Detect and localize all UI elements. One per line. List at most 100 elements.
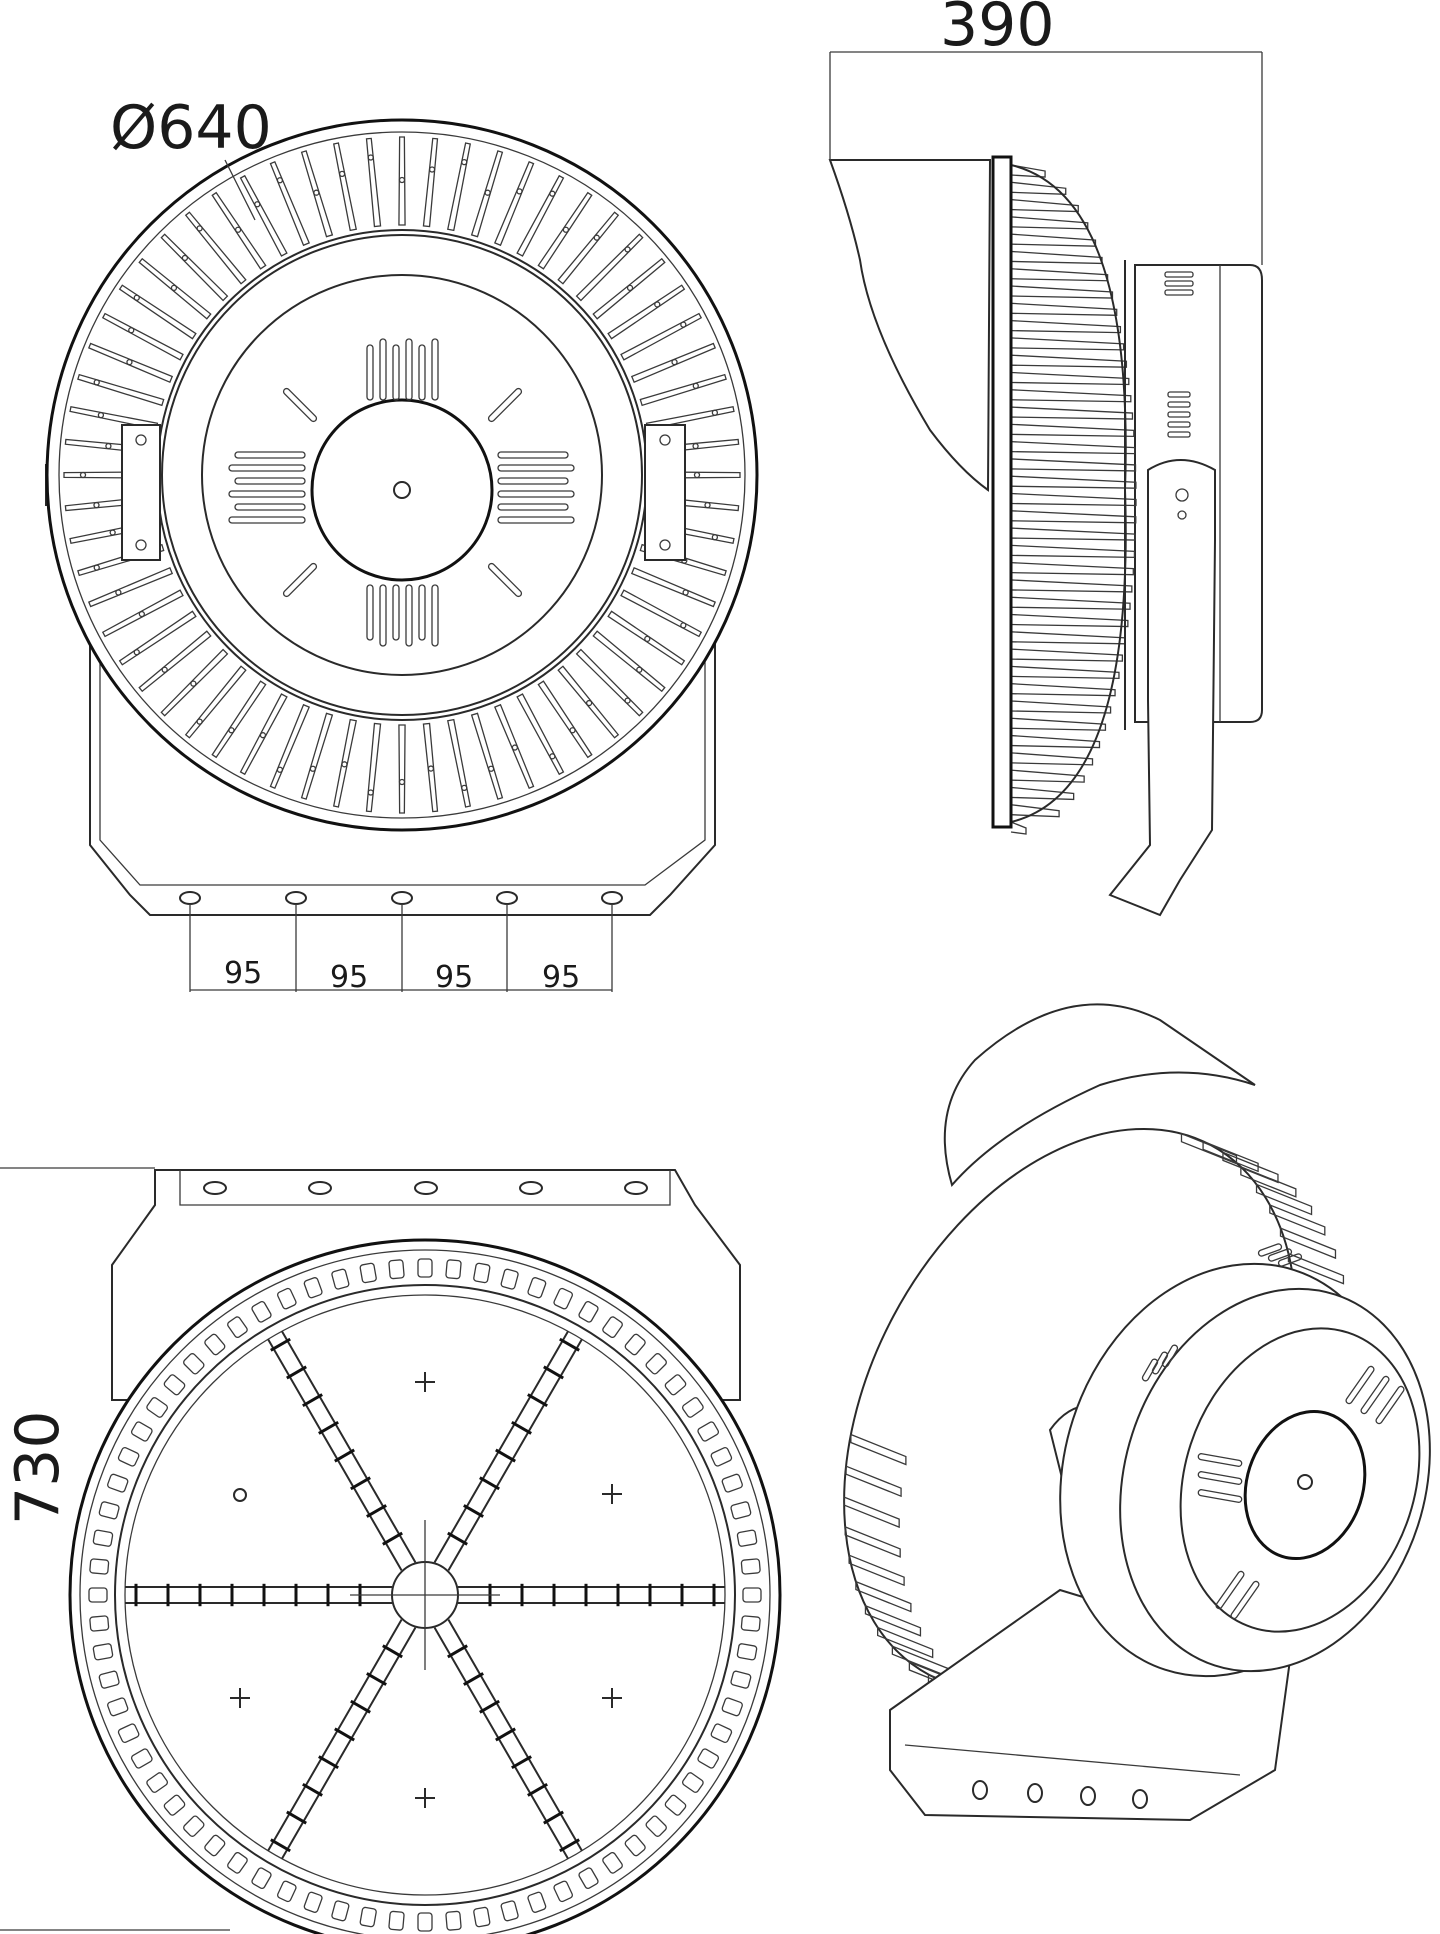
heatsink-fin [1010, 562, 1134, 576]
iso-vent-slots [1141, 1243, 1405, 1620]
front-driver-face [201, 274, 603, 676]
led-cell [602, 1316, 623, 1338]
vent-slot [228, 516, 306, 524]
vent-slot [1161, 1344, 1179, 1368]
vent-slot [1257, 1243, 1283, 1257]
led-cell [664, 1794, 687, 1816]
heatsink-fin [1010, 423, 1135, 438]
led-cell [736, 1529, 758, 1547]
front-plate-left [121, 424, 161, 561]
led-cell [227, 1316, 248, 1338]
spoke-rib [270, 1337, 291, 1352]
front-bracket [89, 610, 716, 916]
heatsink-fin [138, 257, 212, 320]
heatsink-fin [1240, 1165, 1297, 1198]
heatsink-fin [1010, 319, 1122, 334]
led-cell [645, 1353, 667, 1375]
fin-screw [693, 471, 701, 479]
heatsink-fin [855, 1580, 912, 1613]
fin-screw [170, 284, 178, 292]
bottom-view [68, 1169, 782, 1934]
vent-slot [228, 490, 306, 498]
vent-slot [1215, 1570, 1245, 1610]
fin-screw [692, 442, 699, 450]
spoke-rib [366, 1672, 387, 1686]
led-cell [697, 1421, 720, 1442]
hole-spacing-label-4: 95 [542, 960, 580, 995]
heatsink-fin [1222, 1151, 1279, 1184]
heatsink-fin [398, 136, 406, 226]
heatsink-fin [446, 718, 472, 808]
fin-screw [511, 744, 519, 751]
led-cell [117, 1723, 140, 1744]
vent-slot [418, 344, 426, 401]
led-cell [163, 1794, 186, 1816]
heatsink-fin [845, 1465, 902, 1498]
fin-screw [711, 409, 719, 416]
led-cell [359, 1906, 377, 1928]
fin-screw [624, 246, 631, 253]
heatsink-fin [332, 718, 358, 808]
led-cell [204, 1333, 226, 1356]
heatsink-fin [864, 1604, 922, 1637]
led-cell [88, 1587, 108, 1603]
heatsink-fin [77, 373, 165, 407]
iso-center-hub [1243, 1409, 1367, 1561]
heatsink-fin [1010, 406, 1134, 420]
fin-screw [115, 589, 122, 596]
vent-slot [497, 451, 569, 459]
heatsink-fin [575, 648, 644, 717]
heatsink-fin [516, 174, 565, 257]
led-cell [730, 1501, 752, 1520]
heatsink-fin [211, 191, 267, 270]
heatsink-fin [1010, 613, 1129, 628]
vent-slot [1277, 1253, 1303, 1267]
fin-screw [259, 732, 267, 739]
led-cell [130, 1421, 153, 1442]
fin-screw [181, 254, 189, 262]
heatsink-fin [1010, 683, 1116, 697]
heatsink-fin [1010, 700, 1112, 714]
fin-screw [190, 680, 197, 687]
vent-slot [497, 516, 575, 524]
spoke-rib [334, 1448, 355, 1463]
fin-screw [461, 158, 468, 166]
led-cell [527, 1277, 547, 1299]
fin-screw [624, 697, 631, 704]
led-cell [276, 1287, 297, 1310]
spoke-rib [382, 1644, 403, 1659]
led-cell [578, 1300, 599, 1323]
heatsink-fin [537, 191, 593, 270]
led-cell [697, 1748, 720, 1769]
spoke-rib [527, 1393, 548, 1408]
led-cell [146, 1397, 168, 1418]
led-cell [500, 1268, 519, 1290]
vent-slot [418, 584, 426, 641]
led-cell [740, 1615, 761, 1632]
led-cell [445, 1910, 462, 1931]
led-cell [89, 1615, 110, 1632]
spoke-rib [495, 1448, 516, 1463]
led-cell [721, 1473, 743, 1493]
fin-screw [234, 226, 242, 233]
led-cell [624, 1333, 646, 1356]
spoke-rib [366, 1504, 387, 1518]
side-heatsink-fins [1010, 164, 1137, 835]
heatsink-fin [470, 150, 504, 238]
led-cell [473, 1906, 491, 1928]
led-cell [117, 1446, 140, 1467]
bottom-spokes [125, 1330, 725, 1860]
fin-screw [516, 188, 523, 195]
fin-screw [138, 610, 145, 618]
fin-screw [680, 622, 687, 629]
led-cell [92, 1529, 114, 1547]
led-cell [682, 1397, 704, 1418]
heatsink-fin [1010, 492, 1137, 507]
spoke-rib [447, 1531, 468, 1546]
led-cell [183, 1353, 205, 1375]
led-cell [107, 1697, 129, 1717]
fin-screw [427, 765, 435, 772]
heatsink-fin [1010, 752, 1094, 766]
vent-slot [487, 562, 523, 598]
